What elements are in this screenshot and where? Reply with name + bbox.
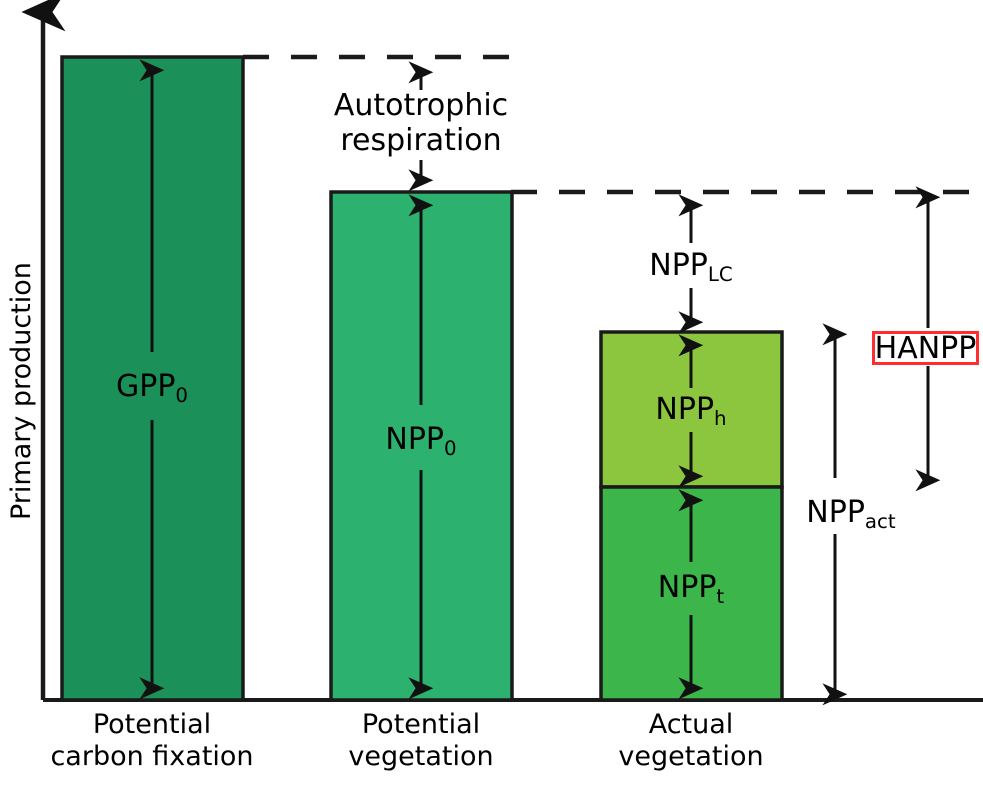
bar-label-npp0: NPP0 <box>385 422 457 460</box>
autotrophic-respiration-label: Autotrophic respiration <box>334 88 508 159</box>
autotrophic-respiration-line2: respiration <box>340 123 502 159</box>
nppact-label-sub: act <box>864 509 896 533</box>
npplc-label-base: NPP <box>649 248 708 283</box>
category-0-line2: carbon fixation <box>50 740 254 772</box>
bar-label-npp0-sub: 0 <box>444 436 457 460</box>
bar-label-gpp0: GPP0 <box>115 369 189 407</box>
category-label-potential-vegetation: Potential vegetation <box>348 709 493 773</box>
bar-label-nppt-base: NPP <box>657 570 717 605</box>
hanpp-badge: HANPP <box>872 330 979 366</box>
npplc-label: NPPLC <box>649 248 733 286</box>
hanpp-label: HANPP <box>874 330 977 366</box>
bar-label-gpp0-sub: 0 <box>175 383 189 407</box>
nppact-label: NPPact <box>806 495 896 533</box>
category-label-potential-carbon-fixation: Potential carbon fixation <box>50 709 253 773</box>
category-1-line1: Potential <box>361 709 481 740</box>
npplc-label-sub: LC <box>707 262 733 286</box>
category-2-line1: Actual <box>648 709 734 740</box>
bar-label-nppt-sub: t <box>716 584 725 608</box>
bar-label-npp0-base: NPP <box>385 422 445 457</box>
bar-label-npph-sub: h <box>714 406 727 430</box>
category-2-line2: vegetation <box>618 740 764 772</box>
autotrophic-respiration-line1: Autotrophic <box>333 88 509 123</box>
category-label-actual-vegetation: Actual vegetation <box>618 709 763 773</box>
nppact-label-base: NPP <box>806 495 865 530</box>
bar-label-gpp0-base: GPP <box>115 369 176 404</box>
category-0-line1: Potential <box>92 709 212 740</box>
bar-label-nppt: NPPt <box>657 570 725 608</box>
bar-label-npph-base: NPP <box>655 392 715 427</box>
y-axis-title: Primary production <box>6 262 37 520</box>
category-1-line2: vegetation <box>348 740 494 772</box>
bar-label-npph: NPPh <box>655 392 727 430</box>
